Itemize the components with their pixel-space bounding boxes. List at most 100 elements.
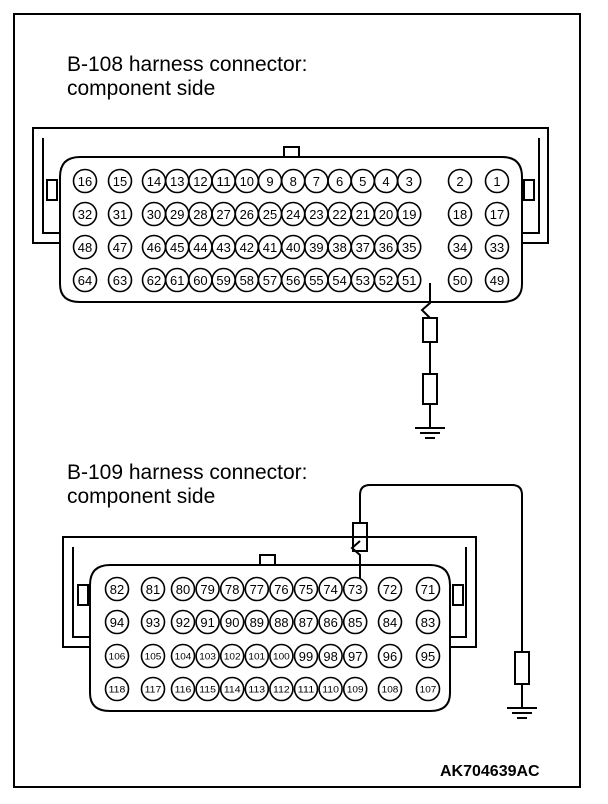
b108-pin-21-label: 21: [356, 207, 370, 222]
b109-pin-115-circle: [195, 676, 220, 702]
b108-pin-19-circle: [396, 201, 422, 227]
b108-pin-62-label: 62: [147, 273, 161, 288]
b109-pin-97-circle: [342, 643, 368, 669]
b108-pin-38-label: 38: [332, 240, 346, 255]
b109-pin-78-circle: [219, 576, 245, 602]
b109-pin-71-circle: [415, 576, 441, 602]
b108-pin-25-label: 25: [263, 207, 277, 222]
b108-pin-10-label: 10: [240, 174, 254, 189]
b109-pin-104-label: 104: [175, 652, 192, 662]
b109-pin-87-label: 87: [299, 615, 313, 630]
b109-pin-73-label: 73: [348, 582, 362, 597]
b108-pin-49-circle: [484, 267, 510, 293]
b108-pin-36-label: 36: [379, 240, 393, 255]
b108-left-latch: [46, 179, 58, 201]
b109-pin-107-label: 107: [420, 685, 437, 695]
b108-pin-20-label: 20: [379, 207, 393, 222]
b108-key: [283, 146, 300, 158]
b108-pin-59-label: 59: [216, 273, 230, 288]
b109-pin-80-label: 80: [176, 582, 190, 597]
b108-pin-28-label: 28: [193, 207, 207, 222]
b108-pin-47-label: 47: [113, 240, 127, 255]
b109-pin-82-circle: [104, 576, 130, 602]
b108-pin-46-label: 46: [147, 240, 161, 255]
b108-title-line1: B-108 harness connector:: [67, 53, 308, 76]
b109-pin-94-label: 94: [110, 615, 124, 630]
b109-pin-74-label: 74: [323, 582, 337, 597]
b109-pin-88-circle: [269, 609, 294, 635]
b108-pin-64-circle: [72, 267, 98, 293]
b108-pin-22-label: 22: [332, 207, 346, 222]
b108-pin-9-label: 9: [266, 174, 273, 189]
b109-pin-96-label: 96: [383, 649, 397, 664]
b108-pin-8-label: 8: [290, 174, 297, 189]
b109-pin-75-circle: [293, 576, 319, 602]
b108-pin-18-circle: [447, 201, 473, 227]
b109-pin-96-circle: [377, 643, 403, 669]
b109-pin-71-label: 71: [421, 582, 435, 597]
b108-pin-53-label: 53: [356, 273, 370, 288]
b109-pin-99-label: 99: [299, 649, 313, 664]
b108-pin-32-label: 32: [78, 207, 92, 222]
b109-pin-112-label: 112: [273, 685, 290, 695]
b109-pin-102-circle: [219, 643, 245, 669]
b109-pin-84-label: 84: [383, 615, 397, 630]
b109-pin-76-label: 76: [274, 582, 288, 597]
b108-pin-41-label: 41: [263, 240, 277, 255]
b109-pin-112-circle: [269, 676, 294, 702]
b108-pin-34-circle: [447, 234, 473, 260]
b109-pin-95-circle: [415, 643, 441, 669]
b109-right-latch: [452, 584, 464, 606]
b109-pin-110-circle: [318, 676, 343, 702]
b109-pin-102-label: 102: [224, 652, 241, 662]
b108-pin-49-label: 49: [490, 273, 504, 288]
b109-pin-72-label: 72: [383, 582, 397, 597]
b108-pin-17-circle: [484, 201, 510, 227]
b109-left-latch: [77, 584, 89, 606]
b108-pin-52-label: 52: [379, 273, 393, 288]
b108-pin-56-label: 56: [286, 273, 300, 288]
diagram-border: [13, 13, 581, 788]
b108-pin-45-label: 45: [170, 240, 184, 255]
b109-pin-86-circle: [318, 609, 343, 635]
b109-pin-90-circle: [219, 609, 245, 635]
b109-pin-108-label: 108: [382, 685, 399, 695]
b109-pin-106-label: 106: [109, 652, 126, 662]
b108-title-line2: component side: [67, 77, 216, 100]
b109-pin-98-label: 98: [323, 649, 337, 664]
b108-pin-14-label: 14: [147, 174, 161, 189]
b108-pin-2-circle: [447, 168, 473, 194]
b108-pin-3-circle: [396, 168, 422, 194]
b109-pin-79-label: 79: [200, 582, 214, 597]
b109-pin-107-circle: [415, 676, 441, 702]
b108-pin-16-label: 16: [78, 174, 92, 189]
b109-pin-75-label: 75: [299, 582, 313, 597]
b108-pin-1-label: 1: [493, 174, 500, 189]
b109-pin-77-circle: [244, 576, 270, 602]
b109-pin-97-label: 97: [348, 649, 362, 664]
b108-pin-5-label: 5: [359, 174, 366, 189]
b108-pin-30-label: 30: [147, 207, 161, 222]
b109-pin-101-label: 101: [248, 652, 265, 662]
b109-pin-103-circle: [195, 643, 220, 669]
b109-pin-113-label: 113: [248, 685, 265, 695]
b109-pin-83-label: 83: [421, 615, 435, 630]
b108-pin-7-label: 7: [313, 174, 320, 189]
b108-pin-35-label: 35: [402, 240, 416, 255]
b109-pin-83-circle: [415, 609, 441, 635]
b108-pin-16-circle: [72, 168, 98, 194]
b108-resistor-2: [422, 373, 438, 405]
b108-pin-15-circle: [107, 168, 133, 194]
b108-pin-4-label: 4: [382, 174, 389, 189]
b109-pin-101-circle: [244, 643, 270, 669]
b109-pin-86-label: 86: [323, 615, 337, 630]
b108-pin-63-circle: [107, 267, 133, 293]
b108-pin-51-circle: [396, 267, 422, 293]
b108-pin-58-label: 58: [240, 273, 254, 288]
b109-pin-87-circle: [293, 609, 319, 635]
b108-pin-19-label: 19: [402, 207, 416, 222]
b109-pin-85-label: 85: [348, 615, 362, 630]
b108-pin-61-label: 61: [170, 273, 184, 288]
b109-pin-78-label: 78: [225, 582, 239, 597]
